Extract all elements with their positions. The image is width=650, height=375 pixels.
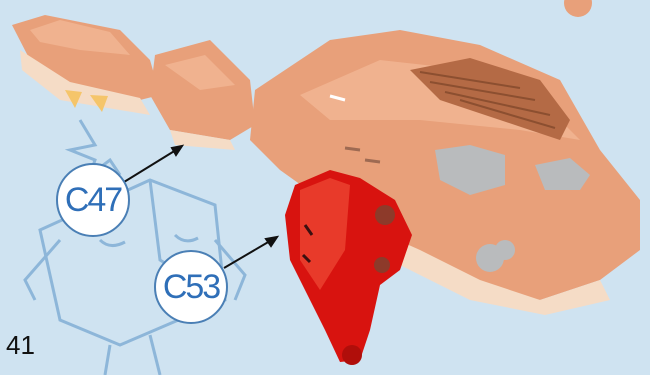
- round-piece: [564, 0, 592, 17]
- callout-c53: C53: [154, 250, 228, 324]
- red-leg-part: [285, 170, 412, 365]
- model-head-section: [12, 15, 160, 115]
- callout-c47: C47: [56, 163, 130, 237]
- mascot-figure: [25, 120, 245, 375]
- leader-lines: [124, 146, 277, 268]
- step-number: 41: [6, 330, 35, 361]
- model-neck-section: [150, 40, 255, 150]
